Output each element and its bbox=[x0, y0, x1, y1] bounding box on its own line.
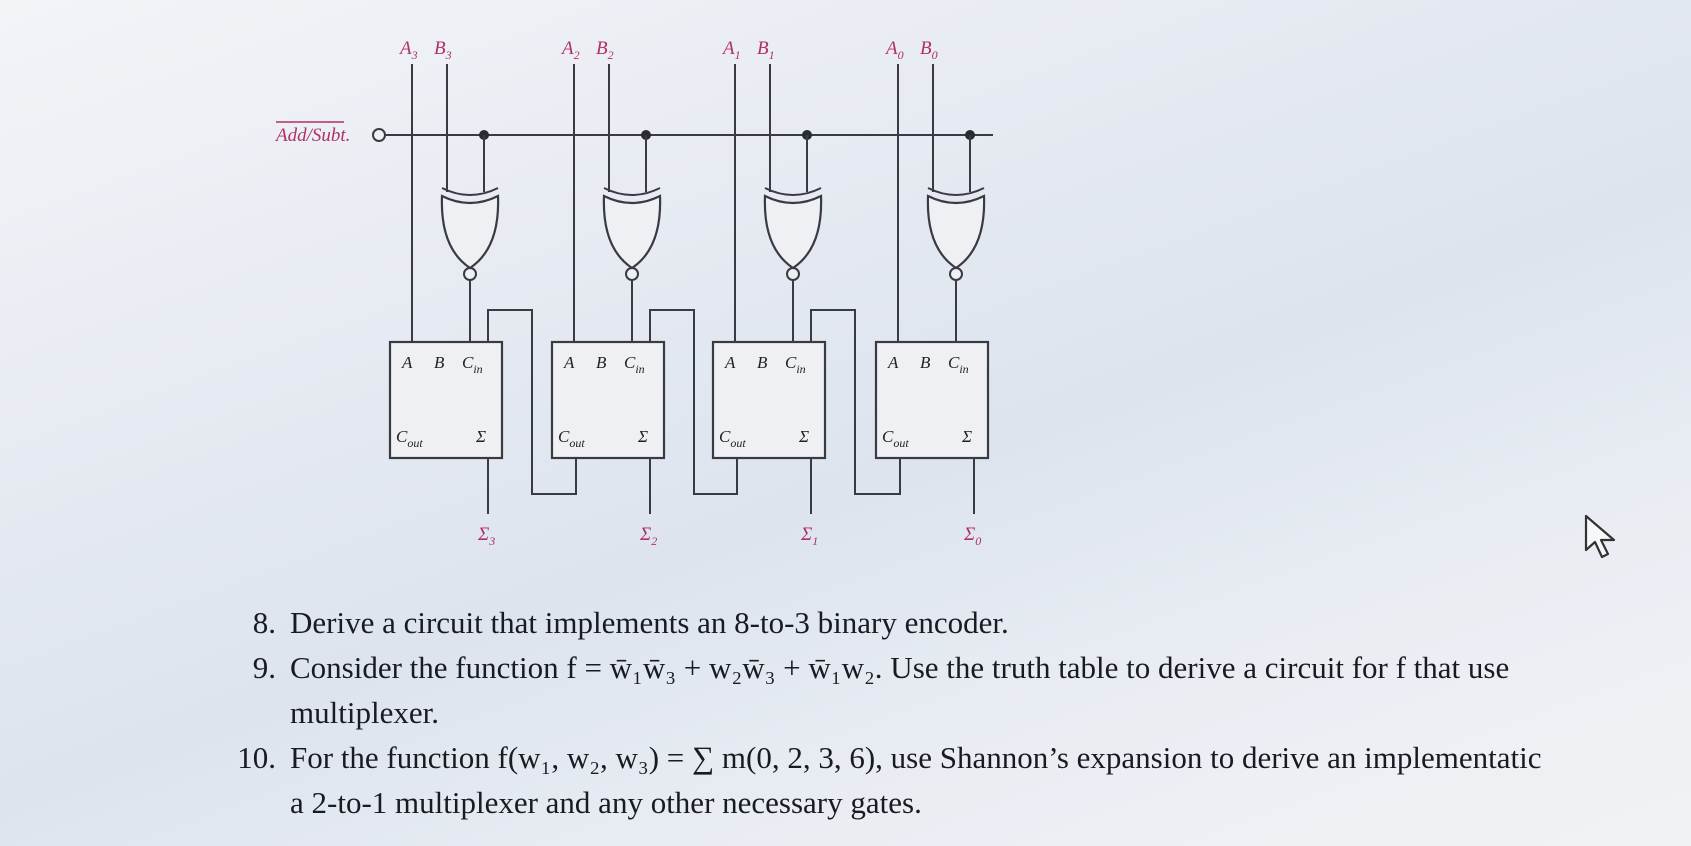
pin-b: B bbox=[596, 353, 607, 372]
problem-text-line-1: For the function f(w₁, w₂, w₃) = ∑ m(0, … bbox=[290, 740, 1542, 775]
carry-chain-wire bbox=[810, 309, 901, 495]
full-adder-box bbox=[711, 340, 827, 460]
sum-output-label: Σ2 bbox=[639, 524, 657, 548]
xor-input-curve bbox=[927, 187, 985, 196]
carry-chain-wire bbox=[487, 309, 577, 495]
sum-output-label: Σ3 bbox=[477, 524, 495, 548]
input-a-label: A3 bbox=[398, 38, 418, 62]
mouse-cursor-icon bbox=[1584, 514, 1616, 559]
pin-a: A bbox=[724, 353, 736, 372]
xor-gate bbox=[602, 194, 662, 270]
input-b-label: B3 bbox=[434, 38, 452, 62]
xor-gate bbox=[440, 194, 500, 270]
xor-output-bubble bbox=[463, 267, 477, 281]
xor-gate bbox=[763, 194, 823, 270]
input-a-label: A2 bbox=[560, 38, 580, 62]
problem-list: 8. Derive a circuit that implements an 8… bbox=[237, 600, 1680, 825]
pin-b: B bbox=[434, 353, 445, 372]
control-terminal bbox=[372, 128, 386, 142]
pin-sum: Σ bbox=[637, 427, 648, 446]
input-a-label: A1 bbox=[721, 38, 741, 62]
input-b-label: B1 bbox=[757, 38, 775, 62]
pin-b: B bbox=[757, 353, 768, 372]
sum-output-label: Σ1 bbox=[800, 524, 818, 548]
problem-number: 8. bbox=[252, 605, 276, 640]
problem-text: Derive a circuit that implements an 8-to… bbox=[290, 605, 1009, 640]
xor-output-bubble bbox=[786, 267, 800, 281]
input-b-label: B2 bbox=[596, 38, 614, 62]
xor-output-bubble bbox=[949, 267, 963, 281]
problem-text-line-2: multiplexer. bbox=[290, 695, 439, 730]
xor-input-curve bbox=[603, 187, 661, 196]
control-label: Add/Subt. bbox=[274, 125, 350, 146]
xor-input-curve bbox=[441, 187, 499, 196]
problem-9: 9. Consider the function f = w̄₁w̄₃ + w₂… bbox=[240, 645, 1680, 735]
pin-sum: Σ bbox=[475, 427, 486, 446]
full-adder-box bbox=[388, 340, 504, 460]
full-adder-box bbox=[874, 340, 990, 460]
pin-a: A bbox=[887, 353, 899, 372]
pin-a: A bbox=[401, 353, 413, 372]
problem-number: 10. bbox=[237, 740, 276, 775]
xor-input-curve bbox=[764, 187, 822, 196]
full-adder-box bbox=[550, 340, 666, 460]
problem-text-line-1: Consider the function f = w̄₁w̄₃ + w₂w̄₃… bbox=[290, 650, 1510, 685]
input-b-label: B0 bbox=[920, 38, 938, 62]
pin-a: A bbox=[563, 353, 575, 372]
problem-10: 10. For the function f(w₁, w₂, w₃) = ∑ m… bbox=[237, 735, 1680, 825]
problem-text-line-2: a 2-to-1 multiplexer and any other neces… bbox=[290, 785, 922, 820]
problem-number: 9. bbox=[252, 650, 276, 685]
input-a-label: A0 bbox=[884, 38, 904, 62]
pin-sum: Σ bbox=[961, 427, 972, 446]
carry-chain-wire bbox=[649, 309, 738, 495]
pin-sum: Σ bbox=[798, 427, 809, 446]
xor-gate bbox=[926, 194, 986, 270]
sum-output-label: Σ0 bbox=[963, 524, 981, 548]
pin-b: B bbox=[920, 353, 931, 372]
problem-8: 8. Derive a circuit that implements an 8… bbox=[240, 600, 1680, 645]
xor-output-bubble bbox=[625, 267, 639, 281]
